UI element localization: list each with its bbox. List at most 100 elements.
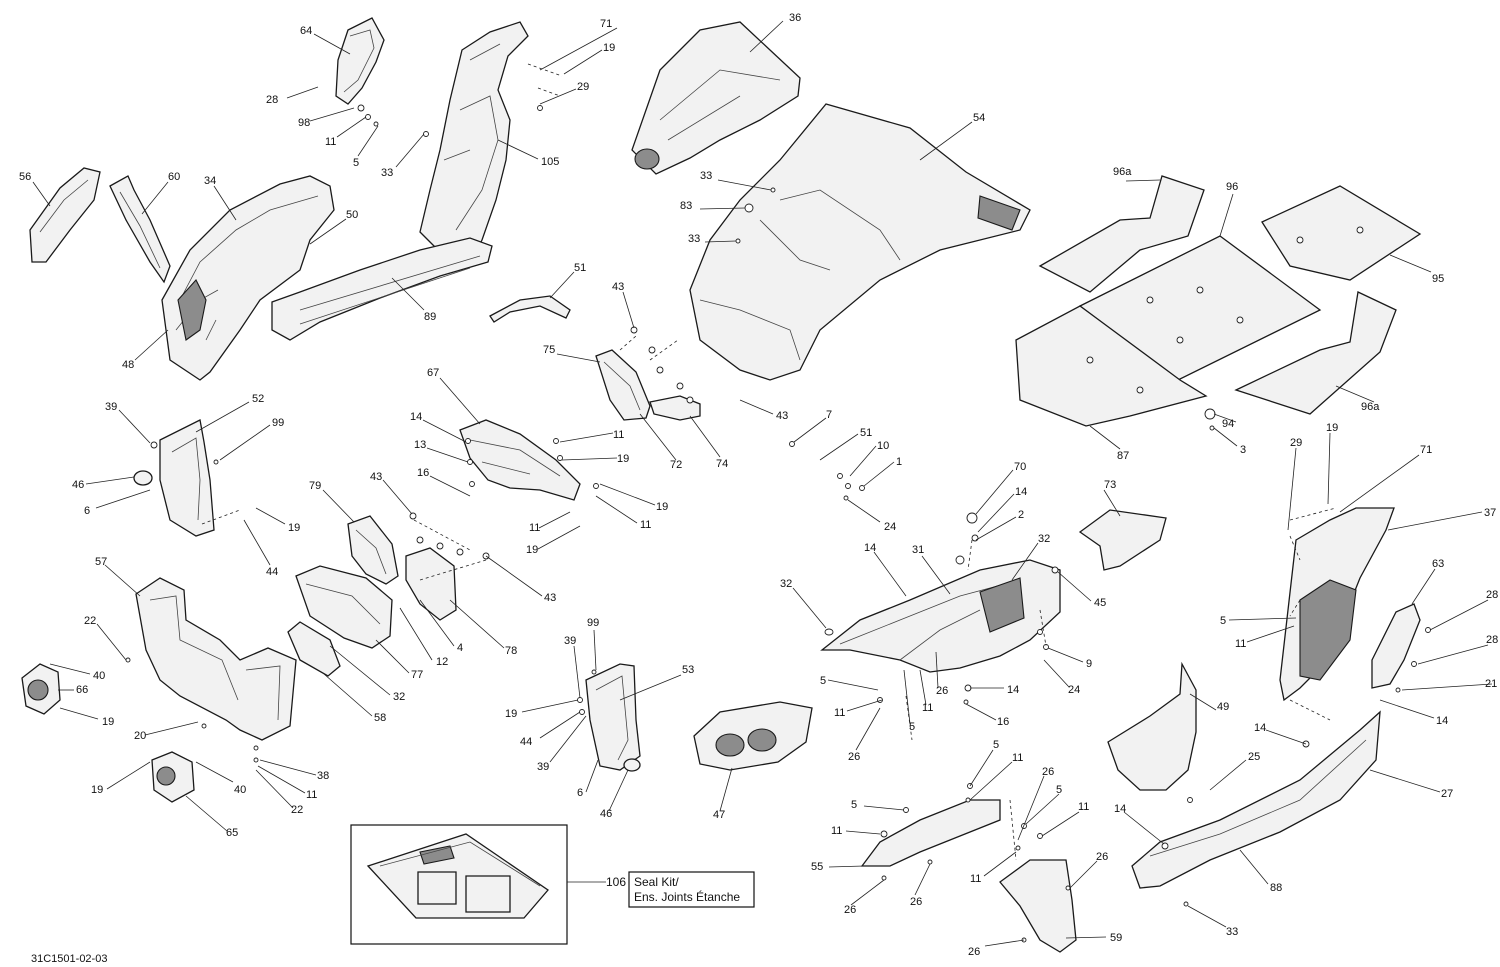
part-65 xyxy=(151,751,195,803)
callout-19: 19 xyxy=(91,784,103,796)
part-79 xyxy=(347,515,399,585)
seal-kit-number: 106 xyxy=(606,875,626,889)
callout-95: 95 xyxy=(1432,273,1444,285)
callout-28: 28 xyxy=(1486,634,1498,646)
callout-16: 16 xyxy=(417,467,429,479)
callout-39: 39 xyxy=(564,635,576,647)
callout-19: 19 xyxy=(1326,422,1338,434)
callout-47: 47 xyxy=(713,809,725,821)
part-105 xyxy=(419,21,529,263)
callout-33: 33 xyxy=(381,167,393,179)
part-77 xyxy=(295,565,393,649)
part-87 xyxy=(1015,305,1208,427)
callout-70: 70 xyxy=(1014,461,1026,473)
part-46-right xyxy=(623,758,641,772)
callout-60: 60 xyxy=(168,171,180,183)
callout-40: 40 xyxy=(93,670,105,682)
part-49 xyxy=(1107,661,1197,791)
callout-14: 14 xyxy=(410,411,422,423)
callout-5: 5 xyxy=(353,157,359,169)
part-55 xyxy=(860,799,1001,867)
callout-labels: 64 71 19 29 36 28 98 11 5 33 105 56 60 3… xyxy=(19,12,1498,958)
callout-19: 19 xyxy=(656,501,668,513)
part-95 xyxy=(1261,185,1422,281)
callout-33: 33 xyxy=(700,170,712,182)
callout-28: 28 xyxy=(1486,589,1498,601)
callout-72: 72 xyxy=(670,459,682,471)
callout-39: 39 xyxy=(537,761,549,773)
callout-11: 11 xyxy=(325,136,336,148)
callout-26: 26 xyxy=(848,751,860,763)
callout-11: 11 xyxy=(831,825,842,837)
callout-11: 11 xyxy=(922,702,933,714)
callout-43: 43 xyxy=(544,592,556,604)
callout-11: 11 xyxy=(834,707,845,719)
callout-26: 26 xyxy=(910,896,922,908)
part-96a-bottom xyxy=(1234,291,1397,415)
part-52 xyxy=(159,419,215,537)
callout-55: 55 xyxy=(811,861,823,873)
callout-14: 14 xyxy=(1015,486,1027,498)
callout-26: 26 xyxy=(1096,851,1108,863)
callout-96: 96 xyxy=(1226,181,1238,193)
part-64 xyxy=(335,17,385,105)
callout-19: 19 xyxy=(617,453,629,465)
callout-11: 11 xyxy=(640,519,651,531)
callout-53: 53 xyxy=(682,664,694,676)
callout-25: 25 xyxy=(1248,751,1260,763)
callout-6: 6 xyxy=(577,787,583,799)
part-56 xyxy=(29,167,101,263)
callout-48: 48 xyxy=(122,359,134,371)
callout-26: 26 xyxy=(844,904,856,916)
seal-kit-inset: 106 Seal Kit/ Ens. Joints Étanche xyxy=(350,824,755,945)
callout-75: 75 xyxy=(543,344,555,356)
callout-4: 4 xyxy=(457,642,463,654)
callout-54: 54 xyxy=(973,112,985,124)
callout-57: 57 xyxy=(95,556,107,568)
callout-19: 19 xyxy=(505,708,517,720)
callout-98: 98 xyxy=(298,117,310,129)
callout-32: 32 xyxy=(780,578,792,590)
callout-7: 7 xyxy=(826,409,832,421)
part-73 xyxy=(1078,509,1167,571)
part-36 xyxy=(631,21,801,175)
callout-89: 89 xyxy=(424,311,436,323)
callout-14: 14 xyxy=(1114,803,1126,815)
callout-11: 11 xyxy=(1078,801,1089,813)
part-59 xyxy=(999,859,1077,953)
callout-33: 33 xyxy=(688,233,700,245)
callout-49: 49 xyxy=(1217,701,1229,713)
callout-43: 43 xyxy=(612,281,624,293)
part-96a-top xyxy=(1038,175,1205,293)
callout-43: 43 xyxy=(776,410,788,422)
callout-39: 39 xyxy=(105,401,117,413)
part-54 xyxy=(689,103,1031,381)
part-47 xyxy=(693,701,813,771)
callout-13: 13 xyxy=(414,439,426,451)
callout-21: 21 xyxy=(1485,678,1497,690)
part-75 xyxy=(595,349,651,421)
callout-20: 20 xyxy=(134,730,146,742)
callout-32: 32 xyxy=(1038,533,1050,545)
callout-71: 71 xyxy=(600,18,612,30)
callout-5: 5 xyxy=(909,721,915,733)
part-51 xyxy=(489,295,571,323)
callout-67: 67 xyxy=(427,367,439,379)
callout-11: 11 xyxy=(970,873,981,885)
callout-33: 33 xyxy=(1226,926,1238,938)
callout-37: 37 xyxy=(1484,507,1496,519)
callout-26: 26 xyxy=(936,685,948,697)
explode-lines xyxy=(201,63,1337,861)
callout-26: 26 xyxy=(968,946,980,958)
callout-99: 99 xyxy=(587,617,599,629)
callout-22: 22 xyxy=(291,804,303,816)
part-66 xyxy=(21,663,61,715)
part-60 xyxy=(109,175,171,284)
callout-9: 9 xyxy=(1086,658,1092,670)
callout-96a: 96a xyxy=(1361,401,1380,413)
callout-40: 40 xyxy=(234,784,246,796)
callout-43: 43 xyxy=(370,471,382,483)
part-53 xyxy=(585,663,641,771)
part-78 xyxy=(405,547,457,621)
